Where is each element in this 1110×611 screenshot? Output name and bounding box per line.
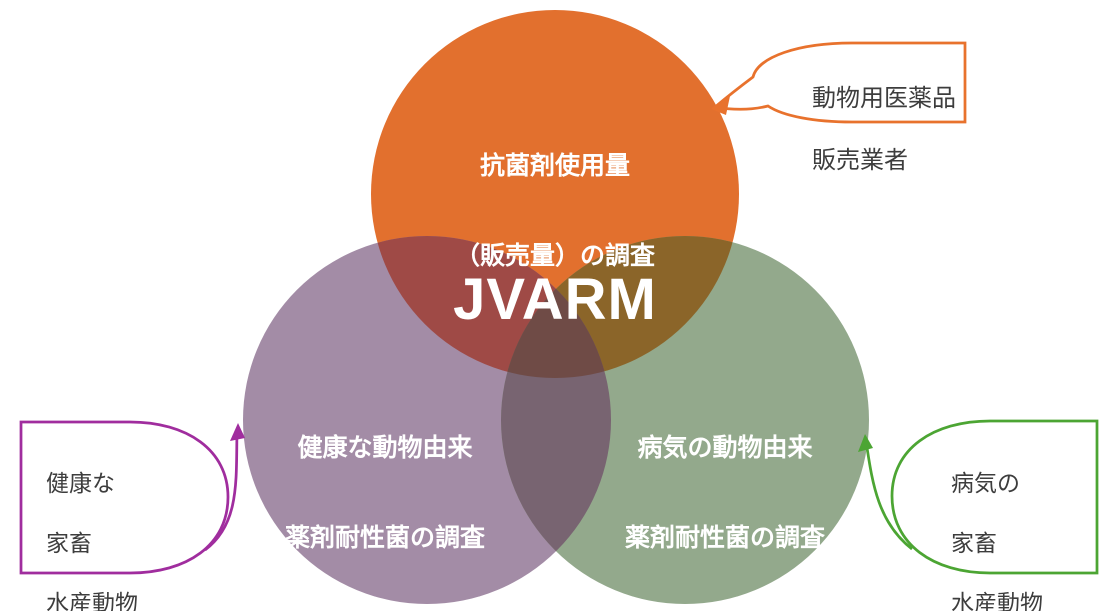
- callout-sick-animals-arrowhead-icon: [858, 434, 873, 452]
- callout-sick-animals-arrow: [864, 440, 913, 551]
- top-circle-label: 抗菌剤使用量 （販売量）の調査: [375, 99, 735, 324]
- right-circle-label: 病気の動物由来 薬剤耐性菌の調査: [545, 381, 905, 606]
- callout-drug-sellers-line2: 販売業者: [812, 147, 908, 174]
- right-circle-label-line1: 病気の動物由来: [637, 434, 813, 462]
- callout-healthy-animals-line2: 家畜: [46, 530, 92, 556]
- callout-drug-sellers-arrowhead-icon: [711, 96, 730, 115]
- callout-healthy-animals-line1: 健康な: [46, 470, 115, 496]
- top-right-overlap-region: [501, 236, 739, 378]
- callout-sick-animals-bubble: [890, 419, 1099, 575]
- callout-sick-animals-line3: 水産動物: [951, 590, 1043, 611]
- left-circle-label-line1: 健康な動物由来: [297, 434, 473, 462]
- callout-sick-animals-line1: 病気の: [951, 470, 1020, 496]
- callout-healthy-animals-arrow: [204, 429, 239, 552]
- callout-drug-sellers-text: 動物用医薬品 販売業者: [812, 52, 956, 207]
- callout-healthy-animals-text: 健康な 家畜 水産動物 愛がん動物: [46, 438, 161, 611]
- top-circle-label-line2: （販売量）の調査: [454, 242, 655, 270]
- callout-sick-animals-text: 病気の 家畜 水産動物 愛がん動物: [951, 438, 1066, 611]
- callout-healthy-animals-arrowhead-icon: [230, 423, 245, 441]
- callout-healthy-animals-line3: 水産動物: [46, 590, 138, 611]
- top-circle-label-line1: 抗菌剤使用量: [479, 152, 630, 180]
- callout-healthy-animals-bubble: [19, 420, 230, 575]
- callout-sick-animals-line2: 家畜: [951, 530, 997, 556]
- left-circle-label-line2: 薬剤耐性菌の調査: [284, 524, 485, 552]
- top-left-overlap-region: [371, 236, 611, 378]
- callout-drug-sellers-line1: 動物用医薬品: [812, 85, 956, 112]
- right-circle-label-line2: 薬剤耐性菌の調査: [624, 524, 825, 552]
- jvarm-title: JVARM: [453, 267, 657, 332]
- left-circle-label: 健康な動物由来 薬剤耐性菌の調査: [205, 381, 565, 606]
